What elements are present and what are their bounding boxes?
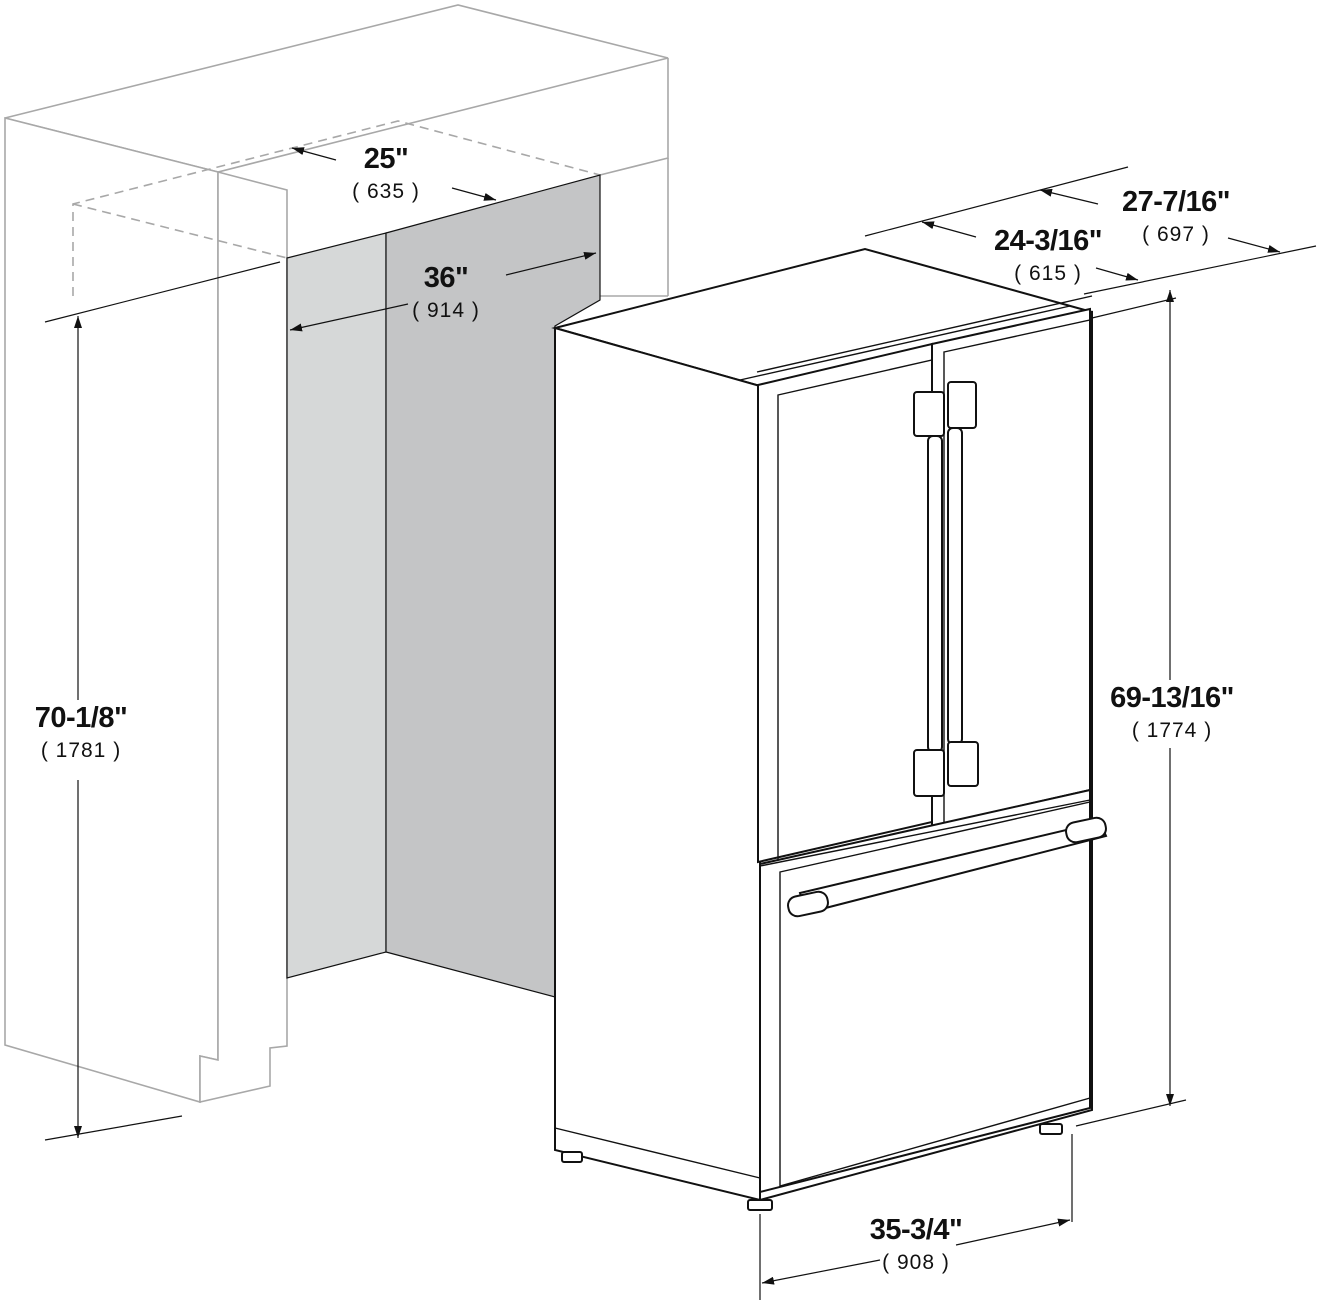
niche-width-inch: 36" <box>423 262 469 294</box>
overall-depth-arrow <box>1039 188 1099 205</box>
niche-width-arrow <box>289 303 409 332</box>
freezer-handle <box>787 816 1108 918</box>
niche-depth-inch: 25" <box>363 143 409 175</box>
dimension-lines <box>44 147 1317 1300</box>
unit-width-mm: ( 908 ) <box>882 1251 950 1274</box>
niche-height-label: 70-1/8" ( 1781 ) <box>16 702 146 763</box>
fridge-foot <box>747 1199 773 1211</box>
fridge-foot <box>561 1151 583 1163</box>
case-depth-mm: ( 615 ) <box>1014 262 1082 285</box>
cabinet-niche <box>4 4 669 1104</box>
right-door-handle <box>947 381 979 787</box>
case-depth-arrow <box>921 221 977 238</box>
niche-back-wall <box>385 174 601 998</box>
overall-depth-inch: 27-7/16" <box>1121 186 1231 218</box>
refrigerator <box>551 247 1108 1211</box>
niche-height-inch: 70-1/8" <box>34 702 128 734</box>
niche-height-mm: ( 1781 ) <box>40 739 122 762</box>
cabinet-right-edge <box>599 58 669 176</box>
overall-depth-mm: ( 697 ) <box>1142 223 1210 246</box>
niche-side-wall <box>286 232 387 979</box>
niche-width-label: 36" ( 914 ) <box>404 262 488 323</box>
unit-height-mm: ( 1774 ) <box>1131 719 1213 742</box>
niche-depth-arrow <box>291 147 337 161</box>
overall-depth-label: 27-7/16" ( 697 ) <box>1106 186 1246 247</box>
niche-depth-label: 25" ( 635 ) <box>344 143 428 204</box>
niche-depth-mm: ( 635 ) <box>352 180 420 203</box>
fridge-left-door <box>757 342 933 864</box>
unit-width-label: 35-3/4" ( 908 ) <box>850 1214 982 1275</box>
case-depth-label: 24-3/16" ( 615 ) <box>978 225 1118 286</box>
unit-width-inch: 35-3/4" <box>869 1214 963 1246</box>
niche-hidden-edges <box>72 120 601 296</box>
fridge-side-face <box>554 326 761 1202</box>
left-door-handle <box>913 391 945 797</box>
unit-height-inch: 69-13/16" <box>1110 682 1234 714</box>
cabinet-left-front-face <box>4 116 219 1104</box>
unit-height-label: 69-13/16" ( 1774 ) <box>1094 682 1250 743</box>
niche-width-mm: ( 914 ) <box>412 299 480 322</box>
fridge-foot <box>1039 1123 1063 1135</box>
unit-width-arrow <box>761 1259 881 1285</box>
case-depth-inch: 24-3/16" <box>993 225 1103 257</box>
